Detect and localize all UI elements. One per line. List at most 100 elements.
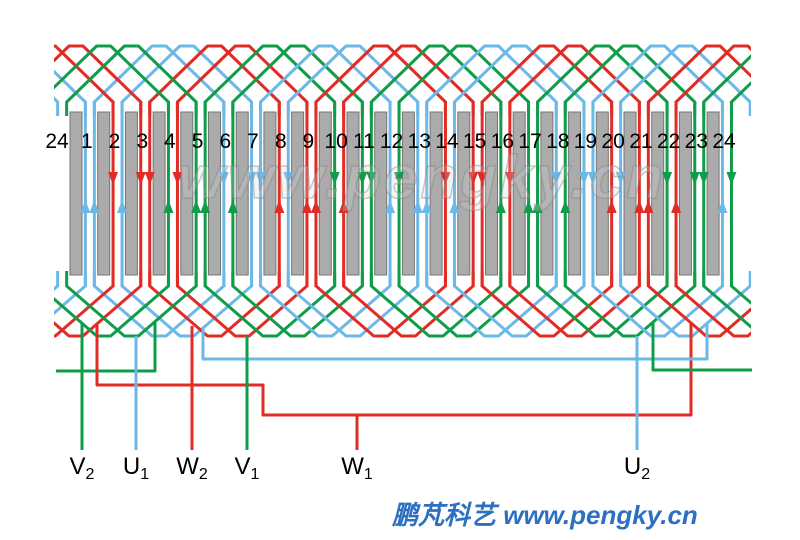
slot-number: 5	[192, 130, 204, 153]
current-arrow-down	[218, 172, 229, 185]
current-arrow-down	[329, 172, 340, 185]
coil-endturn-bottom	[787, 271, 800, 336]
coil-endturn-top	[729, 80, 751, 116]
slot-bar	[346, 111, 360, 276]
current-arrow-up	[421, 200, 432, 213]
watermark-bottom: 鹏芃科艺 www.pengky.cn	[391, 500, 698, 530]
slot-bar	[291, 111, 305, 276]
current-arrow-up	[449, 200, 460, 213]
slot-bar	[485, 111, 498, 276]
current-arrow-up	[274, 200, 285, 213]
jumper-wire	[201, 322, 709, 361]
current-arrow-up	[80, 200, 91, 213]
coil-endturn-top	[0, 46, 2, 116]
slot-bar	[180, 111, 194, 276]
slot-bar	[318, 111, 332, 276]
slot-bar	[568, 111, 582, 276]
current-arrow-down	[662, 172, 673, 185]
current-arrow-up	[606, 200, 617, 213]
current-arrow-down	[255, 172, 266, 185]
slot-bar	[706, 111, 720, 276]
current-arrows	[80, 172, 737, 213]
coil-endturn-top	[787, 46, 800, 116]
current-arrow-up	[338, 200, 349, 213]
slot-number-wrap: 24	[45, 130, 69, 153]
slot-bar	[678, 111, 692, 276]
coil-endturn-bottom	[54, 271, 60, 292]
slot-number: 4	[164, 130, 176, 153]
terminal-label-v2: V2	[70, 453, 95, 483]
slot-number: 13	[408, 130, 431, 153]
terminal-label-w2: W2	[176, 453, 208, 483]
current-arrow-up	[117, 200, 128, 213]
current-arrow-down	[587, 172, 598, 185]
slot-number: 2	[109, 130, 121, 153]
slot-bar	[69, 111, 83, 276]
current-arrow-down	[135, 172, 146, 185]
stator-slots	[69, 111, 720, 276]
terminal-label-v1: V1	[235, 453, 260, 483]
current-arrow-up	[227, 200, 238, 213]
slot-bar	[124, 111, 138, 276]
current-arrow-up	[412, 200, 423, 213]
current-arrow-down	[689, 172, 700, 185]
slot-number: 6	[219, 130, 231, 153]
current-arrow-down	[283, 172, 294, 185]
current-arrow-down	[578, 172, 589, 185]
slot-number: 17	[518, 130, 541, 153]
current-arrow-down	[615, 172, 626, 185]
slot-bar	[208, 111, 221, 276]
slot-number: 21	[629, 130, 652, 153]
current-arrow-up	[310, 200, 321, 213]
slot-number: 12	[380, 130, 403, 153]
slot-bar	[152, 111, 166, 276]
current-arrow-up	[301, 200, 312, 213]
slot-number: 8	[275, 130, 287, 153]
terminal-label-w1: W1	[341, 453, 373, 483]
watermark-center: www.pengky.cn	[178, 144, 666, 211]
current-arrow-down	[698, 172, 709, 185]
slot-number: 19	[574, 130, 597, 153]
slot-bar	[623, 111, 637, 276]
current-arrow-down	[394, 172, 405, 185]
current-arrow-down	[468, 172, 479, 185]
slot-number: 20	[601, 130, 624, 153]
current-arrow-up	[560, 200, 571, 213]
current-arrow-up	[200, 200, 211, 213]
current-arrow-down	[726, 172, 737, 185]
slot-number: 18	[546, 130, 569, 153]
slot-bar	[401, 111, 415, 276]
slot-number: 10	[324, 130, 347, 153]
coil-endturn-bottom	[702, 271, 751, 329]
slot-bar	[374, 111, 388, 276]
current-arrow-down	[504, 172, 515, 185]
slot-number: 24	[712, 130, 736, 153]
slot-bar	[235, 111, 249, 276]
current-arrow-down	[246, 172, 257, 185]
slot-bar	[512, 111, 526, 276]
terminal-label-u2: U2	[624, 453, 650, 483]
current-arrow-up	[643, 200, 654, 213]
slot-number: 11	[353, 130, 375, 153]
slot-number: 16	[491, 130, 514, 153]
current-arrow-down	[357, 172, 368, 185]
current-arrow-down	[477, 172, 488, 185]
coil-endturn-top	[54, 69, 87, 116]
slot-number: 15	[463, 130, 486, 153]
jumper-wire	[56, 322, 157, 373]
slot-bar	[457, 111, 471, 276]
coil-endturn-bottom	[759, 271, 800, 336]
current-arrow-up	[385, 200, 396, 213]
slot-number: 14	[435, 130, 459, 153]
current-arrow-up	[495, 200, 506, 213]
slot-bar	[540, 111, 554, 276]
current-arrow-down	[144, 172, 155, 185]
slot-number: 7	[247, 130, 259, 153]
coil-endturn-top	[759, 46, 800, 116]
slot-wires	[83, 101, 733, 287]
current-arrow-up	[634, 200, 645, 213]
slot-bar	[429, 111, 443, 276]
